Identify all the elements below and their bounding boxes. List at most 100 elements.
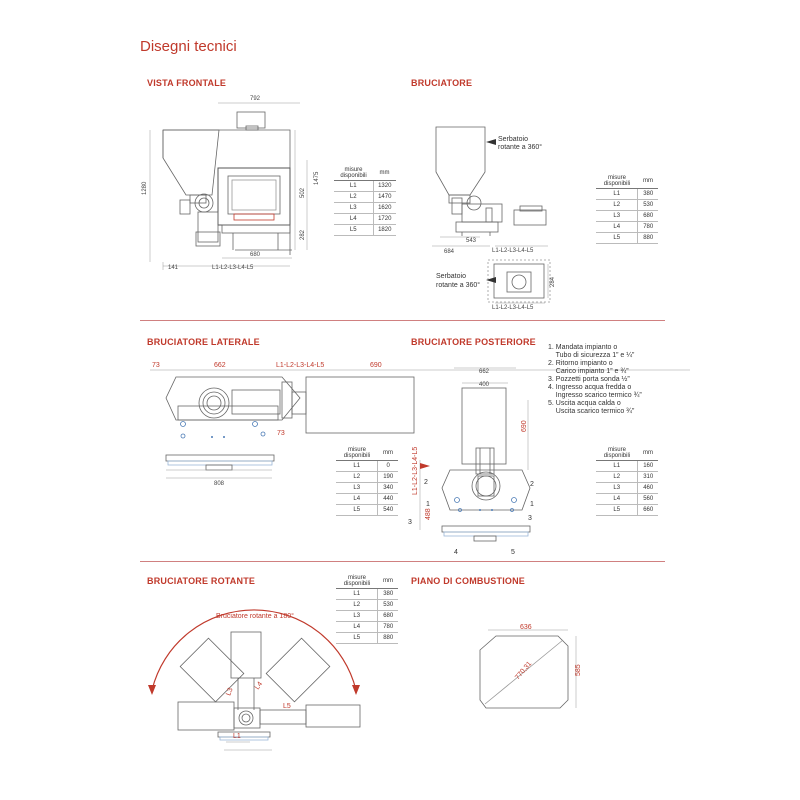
measure-label: L5 <box>596 232 639 244</box>
measure-label: L4 <box>596 493 639 505</box>
measure-value: 1620 <box>373 202 396 214</box>
measure-label: L1 <box>336 460 379 472</box>
dim-series: L1-L2-L3-L4-L5 <box>492 248 534 254</box>
measure-label: L3 <box>336 610 379 622</box>
dim-piano-width: 636 <box>520 624 532 631</box>
callout-3b: 3 <box>528 515 532 522</box>
callout-2b: 2 <box>530 481 534 488</box>
arrow-marker <box>486 277 496 283</box>
dim-73b: 73 <box>277 430 285 437</box>
measure-label: L2 <box>336 471 379 483</box>
dim-piano-height: 585 <box>575 664 582 676</box>
measure-label: L3 <box>334 202 374 214</box>
measure-label: L1 <box>336 588 379 600</box>
measure-label: L1 <box>596 460 639 472</box>
dim-bottom-width: 680 <box>250 252 261 258</box>
measure-value: 530 <box>377 599 398 611</box>
drawing-bruciatore-posteriore <box>419 367 531 542</box>
label-serbatoio-2: Serbatoio <box>436 273 466 280</box>
section-vista-frontale: VISTA FRONTALE <box>147 78 227 88</box>
legend-line: Uscita scarico termico ¾” <box>548 408 635 415</box>
measure-value: 880 <box>637 232 658 244</box>
legend-line: Tubo di sicurezza 1” e ¼” <box>548 352 635 359</box>
dim-662: 662 <box>479 369 490 375</box>
measure-value: 780 <box>377 621 398 633</box>
measure-label: L5 <box>596 504 639 516</box>
dim-l1: L1 <box>233 733 241 740</box>
measure-label: L2 <box>336 599 379 611</box>
drawing-piano-combustione <box>479 629 577 709</box>
measure-value: 340 <box>377 482 398 494</box>
drawing-bruciatore-rotante <box>148 609 361 751</box>
dim-690: 690 <box>521 420 528 432</box>
measure-value: 530 <box>637 199 658 211</box>
dim-l5: L5 <box>283 703 291 710</box>
dim-mid: 502 <box>300 187 306 198</box>
section-bruciatore: BRUCIATORE <box>411 78 473 88</box>
measure-label: L4 <box>336 493 379 505</box>
label-serbatoio: Serbatoio <box>498 136 528 143</box>
label-rotante-180: Bruciatore rotante a 180° <box>216 612 294 620</box>
dim-73: 73 <box>152 362 160 369</box>
callout-1b: 1 <box>530 501 534 508</box>
section-piano-combustione: PIANO DI COMBUSTIONE <box>411 576 526 586</box>
measure-value: 460 <box>637 482 658 494</box>
measure-label: L3 <box>336 482 379 494</box>
arrow-marker <box>420 463 430 469</box>
legend-line: 2. Ritorno impianto o <box>548 360 613 367</box>
dim-series: L1-L2-L3-L4-L5 <box>276 362 324 369</box>
page-title: Disegni tecnici <box>140 38 237 55</box>
measure-label: L2 <box>596 199 639 211</box>
measure-value: 540 <box>377 504 398 516</box>
measure-value: 190 <box>377 471 398 483</box>
legend-connections: 1. Mandata impianto o Tubo di sicurezza … <box>548 344 642 416</box>
dim-l3: L3 <box>225 687 234 697</box>
measure-value: 440 <box>377 493 398 505</box>
section-bruciatore-rotante: BRUCIATORE ROTANTE <box>147 576 256 586</box>
measure-label: L2 <box>334 191 374 203</box>
dim-height-right: 1475 <box>314 171 320 185</box>
dim-piano-diagonal: 770,31 <box>514 660 533 681</box>
section-bruciatore-laterale: BRUCIATORE LATERALE <box>147 337 260 347</box>
legend-line: 4. Ingresso acqua fredda o <box>548 384 632 391</box>
callout-2: 2 <box>424 479 428 486</box>
measure-value: 880 <box>377 632 398 644</box>
arrow-marker <box>486 139 496 145</box>
dim-left-offset: 141 <box>168 265 179 271</box>
legend-line: 3. Pozzetti porta sonda ½” <box>548 376 630 383</box>
measure-value: 660 <box>637 504 658 516</box>
legend-line: 5. Uscita acqua calda o <box>548 400 621 407</box>
section-bruciatore-posteriore: BRUCIATORE POSTERIORE <box>411 337 536 347</box>
dim-543: 543 <box>466 238 477 244</box>
measure-label: L4 <box>334 213 374 225</box>
dim-series: L1-L2-L3-L4-L5 <box>212 265 254 271</box>
measure-value: 160 <box>637 460 658 472</box>
measure-label: L5 <box>334 224 374 236</box>
dim-series: L1-L2-L3-L4-L5 <box>412 447 419 495</box>
drawing-bruciatore-laterale <box>150 369 690 479</box>
drawing-bruciatore <box>432 126 551 304</box>
